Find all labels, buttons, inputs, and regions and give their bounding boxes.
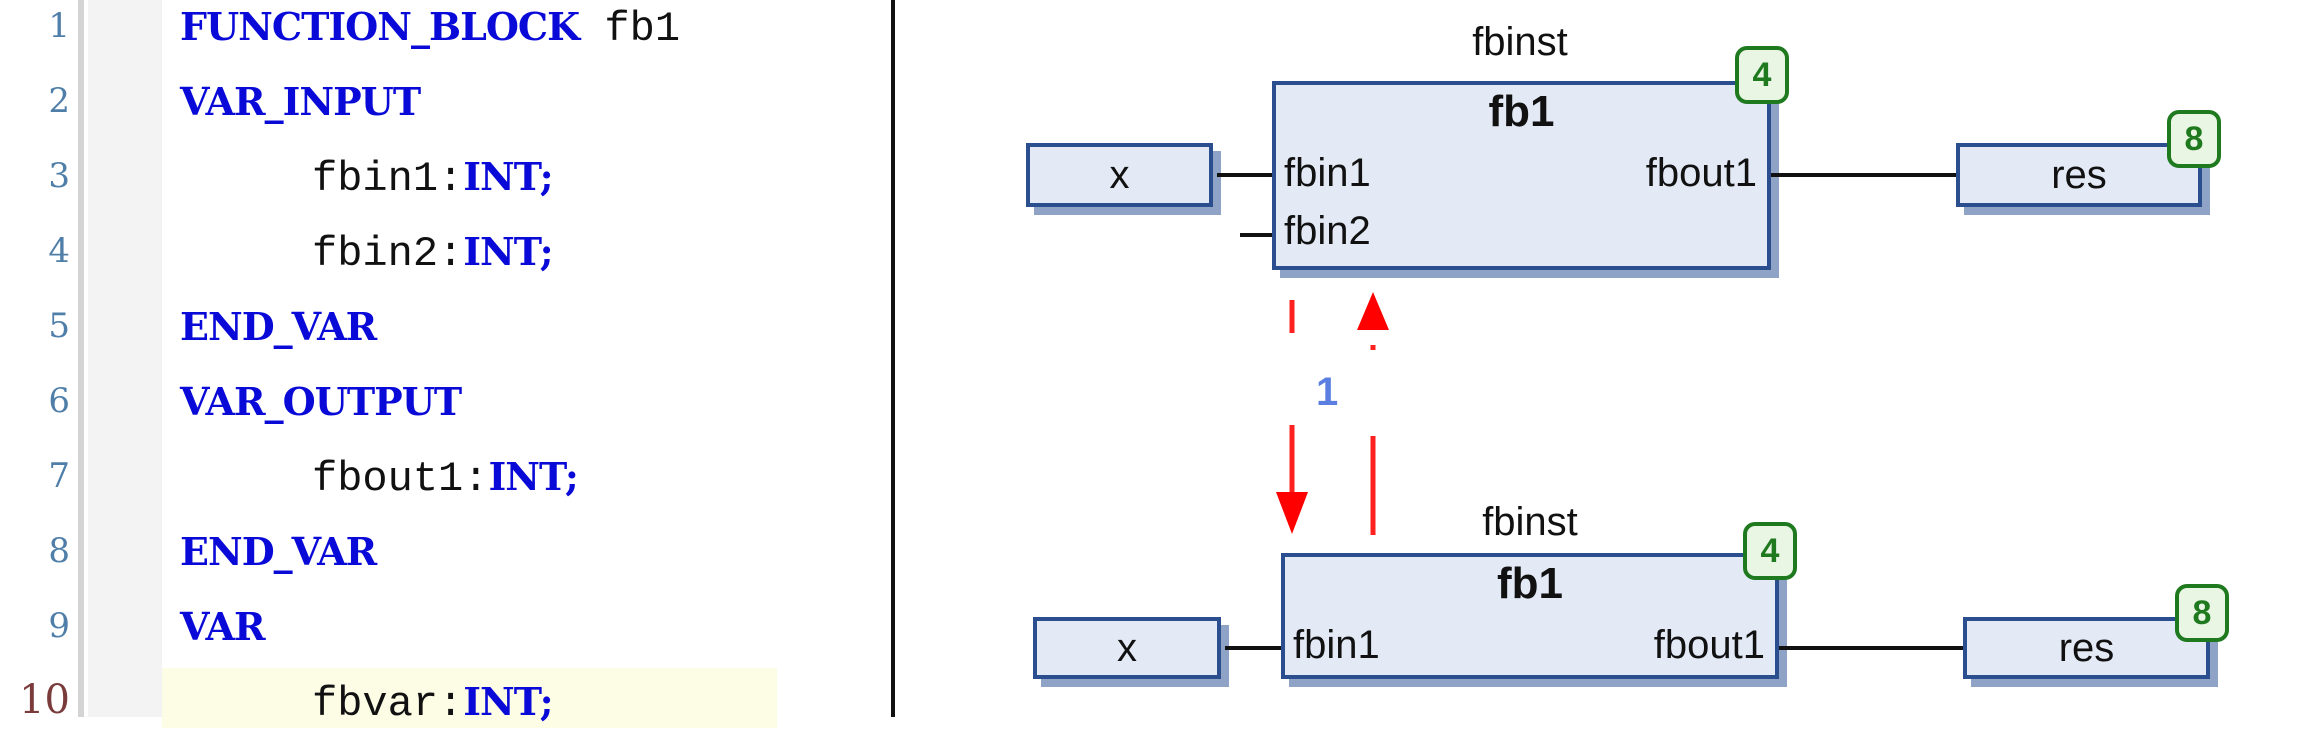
keyword-token: INT; [463,229,553,274]
code-text: fbin2:INT; [180,229,554,278]
top-block-type: fb1 [1488,87,1555,136]
code-line[interactable]: 10 fbvar:INT; [0,673,893,748]
line-number: 2 [48,81,70,121]
keyword-token: INT; [463,154,553,199]
line-number: 1 [48,6,70,46]
up-arrowhead [1357,292,1389,330]
identifier-token: fbin2: [312,230,464,278]
pane-separator[interactable] [891,0,895,717]
bottom-output-variable: res [2058,625,2115,670]
code-line[interactable]: 6 VAR_OUTPUT [0,373,893,448]
line-number: 7 [48,456,70,496]
keyword-token: VAR_INPUT [180,79,421,124]
identifier-token: fbvar: [312,680,464,728]
bottom-pin-fbin1: fbin1 [1293,623,1380,667]
bottom-wire-x-fbin1 [1225,646,1281,650]
code-line[interactable]: 1 FUNCTION_BLOCK fb1 [0,0,893,73]
code-text: VAR_INPUT [180,79,421,128]
step-number-label: 1 [1316,370,1339,414]
top-pin-fbin2: fbin2 [1284,209,1371,253]
bottom-instance-name[interactable]: fbinst [1482,500,1578,544]
bottom-block-order-badge: 4 [1743,522,1797,580]
code-text: fbout1:INT; [180,454,579,503]
bottom-input-variable-box[interactable]: x [1033,617,1221,679]
identifier-token: fbin1: [312,155,464,203]
code-text: VAR [180,604,266,653]
top-input-variable: x [1109,152,1130,197]
top-output-variable: res [2051,152,2107,197]
down-arrowhead [1276,492,1308,534]
code-line[interactable]: 9 VAR [0,598,893,673]
code-text: fbvar:INT; [180,679,554,728]
code-text: END_VAR [180,529,377,578]
code-line[interactable]: 2 VAR_INPUT [0,73,893,148]
top-block-order-badge: 4 [1735,46,1789,104]
keyword-token: VAR_OUTPUT [180,379,462,424]
code-line[interactable]: 5 END_VAR [0,298,893,373]
bottom-wire-fbout1-res [1779,646,1963,650]
top-output-order-badge: 8 [2167,110,2221,168]
bottom-input-variable: x [1117,625,1137,670]
code-text: FUNCTION_BLOCK fb1 [180,4,680,53]
top-function-block[interactable]: fb1 fbin1 fbin2 fbout1 [1272,81,1771,270]
code-line[interactable]: 4 fbin2:INT; [0,223,893,298]
fbd-diagram: fbinst x fb1 fbin1 fbin2 fbout1 4 res 8 … [895,0,2302,717]
keyword-token: END_VAR [180,529,377,574]
bottom-output-order-badge: 8 [2175,584,2229,642]
bottom-function-block[interactable]: fb1 fbin1 fbout1 [1281,553,1779,679]
top-pin-fbin1: fbin1 [1284,151,1371,195]
top-output-variable-box[interactable]: res [1956,143,2202,207]
line-number: 4 [48,231,70,271]
code-text: fbin1:INT; [180,154,554,203]
code-text: END_VAR [180,304,377,353]
line-number: 9 [48,606,70,646]
line-number: 8 [48,531,70,571]
top-wire-x-fbin1 [1217,173,1272,177]
top-pin-fbout1: fbout1 [1645,151,1757,195]
top-wire-fbin2-unconnected [1240,233,1272,237]
top-wire-fbout1-res [1771,173,1956,177]
top-instance-name[interactable]: fbinst [1472,20,1568,64]
keyword-token: INT; [488,454,578,499]
code-text: VAR_OUTPUT [180,379,462,428]
gutter-divider [78,0,84,717]
keyword-token: INT; [463,679,553,724]
code-line[interactable]: 7 fbout1:INT; [0,448,893,523]
bottom-pin-fbout1: fbout1 [1653,623,1765,667]
bottom-output-variable-box[interactable]: res [1963,617,2210,679]
keyword-token: FUNCTION_BLOCK [180,4,580,49]
keyword-token: VAR [180,604,266,649]
step-arrows [1276,292,1389,535]
identifier-token: fbout1: [312,455,489,503]
identifier-token: fb1 [579,5,681,53]
code-line[interactable]: 8 END_VAR [0,523,893,598]
keyword-token: END_VAR [180,304,377,349]
code-line[interactable]: 3 fbin1:INT; [0,148,893,223]
line-number: 10 [19,677,70,723]
line-number: 6 [48,381,70,421]
top-input-variable-box[interactable]: x [1026,143,1213,207]
gutter-margin [88,0,162,717]
line-number: 3 [48,156,70,196]
line-number: 5 [48,306,70,346]
bottom-block-type: fb1 [1497,559,1563,608]
